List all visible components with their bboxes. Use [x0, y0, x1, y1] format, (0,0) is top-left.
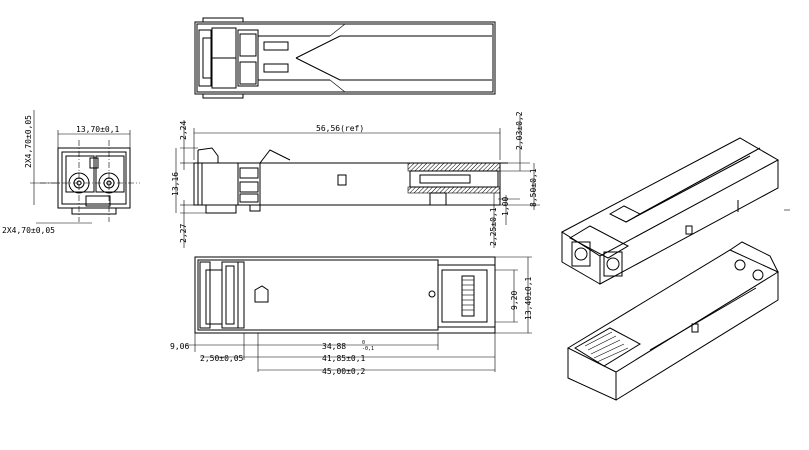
top-view	[194, 17, 496, 99]
side-width-label: 13,70±0,1	[76, 125, 120, 134]
side-height-label: 13,16	[171, 172, 180, 196]
top-offset-label: 2,24	[179, 121, 188, 140]
length-ref-label: 56,56(ref)	[316, 124, 364, 133]
plan-view: 13,40±0,1 9,20 9,06 34,88 0 -0,1 2,50±0,…	[170, 256, 533, 376]
plan-len-2-label: 41,85±0,1	[322, 354, 366, 363]
isometric-view-top	[561, 137, 780, 285]
plan-len-1-label: 34,88	[322, 342, 346, 351]
right-small-2-label: 2,25±0,1	[489, 207, 498, 246]
plan-left-label: 9,06	[170, 342, 189, 351]
plan-height-inner-label: 9,20	[510, 291, 519, 310]
right-small-1-label: 1,00	[501, 197, 510, 216]
plan-height-outer-label: 13,40±0,1	[524, 276, 533, 320]
front-end-view: 13,70±0,1 2X4,70±0,05 2X4,70±0,05	[2, 110, 140, 235]
isometric-view-bottom	[566, 209, 790, 401]
plan-len-1-tol-upper: 0	[362, 340, 365, 346]
plan-len-1-tol-lower: -0,1	[362, 346, 374, 352]
plan-len-3-label: 45,00±0,2	[322, 367, 366, 376]
side-pitch-bottom-label: 2X4,70±0,05	[2, 226, 55, 235]
right-top-label: 2,03±0,2	[515, 111, 524, 150]
side-elevation-view: 56,56(ref) 2,24 13,16 2,27 2,03±0,2 8,50…	[171, 111, 540, 248]
plan-offset-label: 2,50±0,05	[200, 354, 244, 363]
side-pitch-top-label: 2X4,70±0,05	[24, 115, 33, 168]
right-mid-label: 8,50±0,1	[529, 168, 538, 207]
left-bottom-label: 2,27	[179, 224, 188, 243]
